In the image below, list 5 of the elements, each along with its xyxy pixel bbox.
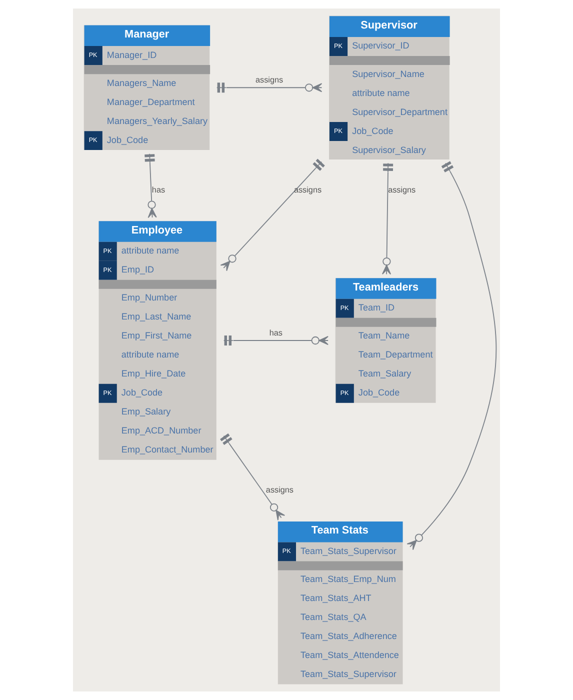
edge-label: has [152,185,166,194]
edge-label: assigns [256,75,284,84]
edge-label: assigns [266,486,294,495]
edge-label: assigns [388,185,416,194]
edge-label: has [269,328,282,338]
